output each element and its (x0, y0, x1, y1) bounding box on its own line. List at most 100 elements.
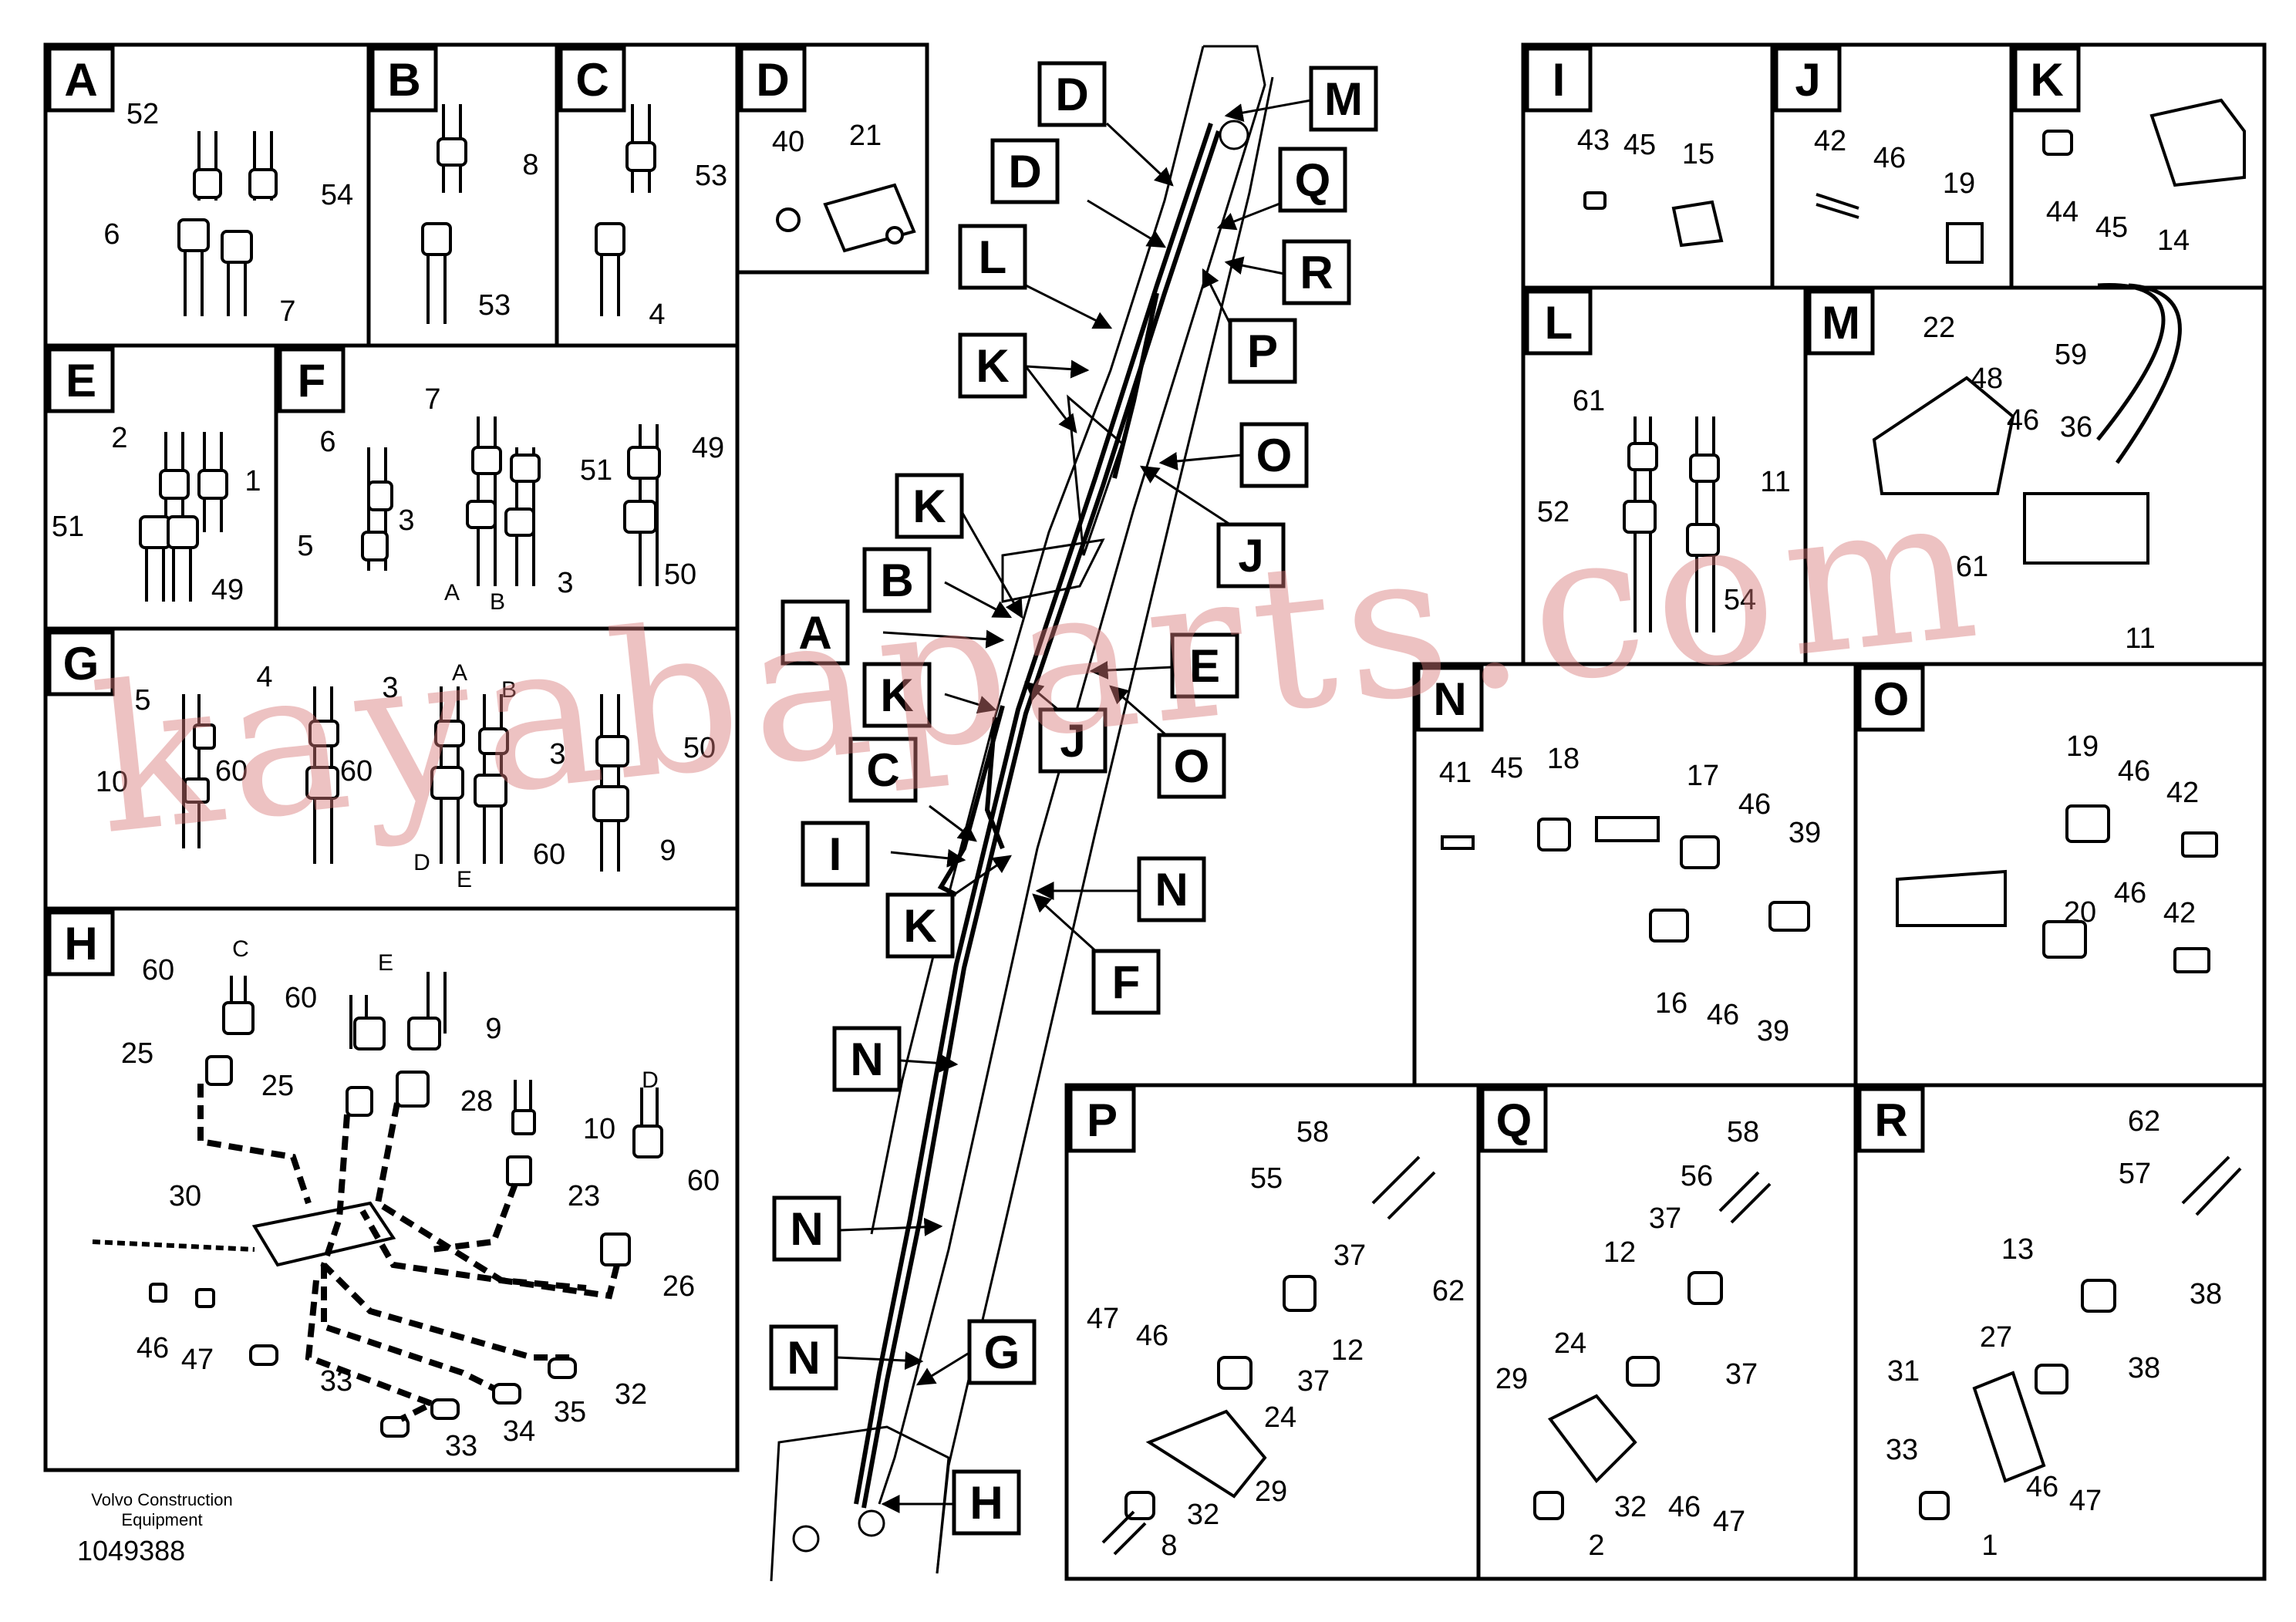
part-label: 46 (1136, 1320, 1168, 1352)
panel-label-g: G (63, 638, 99, 690)
callout-n-fourth: N (787, 1332, 820, 1384)
part-label: 33 (1886, 1434, 1918, 1466)
part-label: 52 (1537, 496, 1569, 528)
part-label: 57 (2119, 1158, 2151, 1190)
callout-k-top: K (976, 340, 1009, 392)
part-label: 5 (297, 530, 313, 562)
panel-label-r: R (1874, 1094, 1907, 1146)
part-label: 45 (1623, 129, 1656, 161)
part-label: 12 (1331, 1334, 1364, 1367)
bracket-artwork (1101, 98, 2246, 1556)
part-label: 13 (2001, 1233, 2034, 1266)
boom-hoses (854, 123, 1221, 1509)
panel-label-d: D (756, 54, 789, 106)
part-label: 24 (1554, 1327, 1586, 1360)
part-label: 25 (121, 1037, 153, 1070)
callout-e: E (1189, 640, 1220, 692)
part-label: 9 (659, 835, 676, 867)
part-label: 59 (2055, 339, 2087, 371)
part-label: 37 (1297, 1365, 1330, 1398)
panel-frames (43, 42, 2267, 1581)
part-label: 47 (1087, 1303, 1119, 1335)
part-label: 37 (1649, 1202, 1681, 1235)
part-label: 46 (1873, 142, 1906, 174)
panel-label-e: E (66, 355, 96, 406)
part-label: B (501, 677, 517, 703)
part-label: 29 (1255, 1475, 1287, 1508)
part-label: 9 (485, 1013, 501, 1045)
callout-c: C (866, 744, 899, 796)
part-label: 3 (382, 672, 398, 704)
part-label: 60 (533, 838, 565, 871)
part-label: 1 (244, 465, 261, 497)
callout-n-top: N (1155, 864, 1188, 916)
part-label: 51 (52, 511, 84, 543)
part-label: 43 (1577, 124, 1610, 157)
part-label: 42 (2163, 897, 2196, 929)
part-label: 5 (134, 684, 150, 717)
part-label: 45 (2095, 211, 2128, 244)
part-label: 46 (1738, 788, 1771, 821)
callout-k-fourth: K (903, 900, 936, 952)
part-label: 49 (692, 432, 724, 464)
manufacturer-caption: Volvo Construction Equipment (46, 1490, 278, 1530)
part-label: C (232, 936, 249, 962)
part-label: 16 (1655, 987, 1687, 1020)
part-label: 27 (1980, 1321, 2012, 1354)
part-label: 58 (1727, 1116, 1759, 1148)
callout-i: I (829, 828, 842, 880)
part-label: 52 (126, 98, 159, 130)
part-label: B (490, 589, 505, 615)
part-label: 3 (549, 738, 565, 771)
part-label: 8 (1161, 1529, 1177, 1562)
part-label: 24 (1264, 1401, 1296, 1434)
part-label: 15 (1682, 138, 1714, 170)
callout-f: F (1112, 956, 1141, 1008)
part-label: 19 (1943, 167, 1975, 200)
callout-k-third: K (880, 669, 913, 721)
part-label: 53 (695, 160, 727, 192)
part-label: 45 (1491, 752, 1523, 784)
callout-o-top: O (1256, 430, 1293, 481)
part-label: 60 (215, 755, 248, 787)
part-label: E (457, 867, 472, 892)
part-label: 18 (1547, 743, 1580, 775)
part-label: 46 (2007, 404, 2039, 437)
callout-o-second: O (1174, 740, 1210, 792)
callout-q: Q (1295, 154, 1331, 206)
callout-a: A (798, 607, 831, 659)
panel-label-a: A (64, 54, 97, 106)
part-label: A (444, 580, 460, 605)
part-label: 6 (319, 426, 335, 458)
callout-n-second: N (850, 1034, 883, 1085)
panel-label-m: M (1822, 297, 1860, 349)
part-label: D (413, 850, 430, 875)
part-label: 33 (445, 1430, 477, 1462)
part-label: 42 (1814, 125, 1846, 157)
part-label: 47 (2069, 1485, 2102, 1517)
part-label: A (452, 660, 467, 686)
part-label: 31 (1887, 1355, 1920, 1388)
panel-label-n: N (1433, 673, 1466, 725)
callout-d-second: D (1008, 146, 1041, 197)
part-label: 53 (478, 289, 511, 322)
part-label: 46 (2118, 755, 2150, 787)
part-label: 11 (1760, 466, 1790, 498)
panel-label-b: B (387, 54, 420, 106)
part-label: 6 (103, 218, 120, 251)
part-label: 50 (683, 732, 716, 764)
callout-b: B (880, 555, 913, 606)
part-label: 46 (137, 1332, 169, 1364)
part-label: 7 (424, 383, 440, 416)
panel-label-o: O (1873, 673, 1910, 725)
part-label: 1 (1981, 1529, 1998, 1562)
part-label: 32 (615, 1378, 647, 1411)
callout-g: G (984, 1327, 1020, 1378)
part-label: 60 (340, 755, 373, 787)
part-label: 3 (398, 504, 414, 537)
panel-label-i: I (1553, 54, 1566, 106)
part-label: D (642, 1067, 659, 1093)
part-label: 30 (169, 1180, 201, 1212)
part-number-labels: 52 54 6 7 8 53 53 4 40 21 2 1 51 49 6 7 … (52, 98, 2222, 1562)
part-label: 46 (2026, 1471, 2058, 1503)
